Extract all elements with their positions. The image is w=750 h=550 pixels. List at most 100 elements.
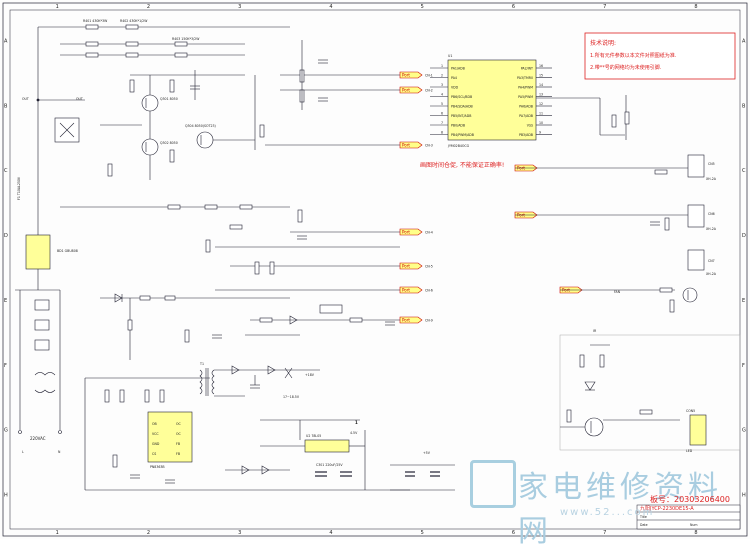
svg-text:Q304 8050(SOT23): Q304 8050(SOT23) bbox=[185, 124, 216, 128]
svg-text:Port: Port bbox=[402, 264, 410, 269]
mcu-pin-num: 4 bbox=[441, 93, 443, 97]
svg-text:Port: Port bbox=[402, 318, 410, 323]
port-net-label: CN-6 bbox=[425, 289, 433, 293]
mcu-pin-right: PA4/PWM bbox=[518, 86, 533, 90]
mcu-pin-right: PA5/PWM bbox=[518, 95, 533, 99]
v-range-label: 17~18.5V bbox=[283, 395, 300, 399]
mcu-pin-left: PB4/SDA/ADB bbox=[451, 105, 473, 109]
svg-text:XH-2A: XH-2A bbox=[706, 177, 717, 181]
row-label: E bbox=[742, 298, 745, 304]
mcu-pin-num: 3 bbox=[441, 83, 443, 87]
pwm-ic-label: PN8363B bbox=[150, 465, 165, 469]
svg-text:Title: Title bbox=[639, 515, 647, 519]
column-label: 3 bbox=[238, 530, 241, 536]
mcu-pin-num: 1 bbox=[441, 64, 443, 68]
ac-l-label: L bbox=[22, 450, 24, 454]
ir-label: IR bbox=[593, 329, 597, 333]
svg-text:OC: OC bbox=[176, 422, 182, 426]
port-flag: Port CN-6 bbox=[399, 286, 433, 294]
led-section bbox=[559, 334, 741, 451]
row-label: H bbox=[4, 493, 8, 499]
row-label: B bbox=[4, 103, 8, 109]
row-label: H bbox=[742, 493, 746, 499]
connector-con5 bbox=[689, 414, 707, 446]
svg-text:CON5: CON5 bbox=[686, 409, 695, 413]
board-title: 九阳JYCP-2230DE15-A bbox=[640, 505, 694, 512]
bridge-label: BD1 GBU808 bbox=[57, 249, 78, 253]
mcu-pin-right: VSS bbox=[527, 124, 533, 128]
ac-n-label: N bbox=[58, 450, 61, 454]
mcu-pin-right: PA3/TMR0 bbox=[517, 76, 533, 80]
svg-text:Port: Port bbox=[402, 288, 410, 293]
port-flag: Port CN-2 bbox=[399, 86, 433, 94]
pwm-ic bbox=[147, 411, 193, 463]
svg-text:OB: OB bbox=[152, 422, 157, 426]
out-label: OUT bbox=[22, 97, 29, 101]
column-label: 2 bbox=[147, 4, 150, 10]
mcu-pin-left: PA1/ADB bbox=[451, 67, 465, 71]
svg-text:Num: Num bbox=[690, 523, 698, 527]
mcu-pin-num: 15 bbox=[539, 74, 543, 78]
svg-text:T1: T1 bbox=[199, 362, 204, 366]
svg-text:U1: U1 bbox=[448, 54, 452, 58]
column-label: 4 bbox=[329, 4, 332, 10]
mcu-pin-right: PB3/ADB bbox=[519, 133, 533, 137]
column-label: 8 bbox=[694, 530, 697, 536]
svg-text:Port: Port bbox=[402, 88, 410, 93]
cap-big-label: C301 220uF/25V bbox=[316, 463, 343, 467]
svg-text:Port: Port bbox=[402, 143, 410, 148]
connector-cn6 bbox=[687, 204, 705, 228]
mcu-pin-left: PB5/INT/ADB bbox=[451, 114, 471, 118]
column-label: 7 bbox=[603, 530, 606, 536]
notes-box bbox=[584, 32, 736, 80]
row-label: F bbox=[4, 363, 7, 369]
r-top1-label: R401 430K*3W bbox=[83, 19, 108, 23]
row-label: A bbox=[4, 38, 8, 44]
svg-text:FB: FB bbox=[176, 442, 180, 446]
port-flag: Port CN-5 bbox=[399, 262, 433, 270]
notes-line2: 2.带**号的网络均为未使用引脚. bbox=[590, 64, 662, 71]
svg-text:CN5: CN5 bbox=[708, 162, 715, 166]
row-label: G bbox=[4, 428, 8, 434]
outer-frame bbox=[2, 2, 748, 537]
port-net-label: CN-9 bbox=[425, 319, 433, 323]
row-label: C bbox=[742, 168, 746, 174]
warning-text: 画图时间仓促, 不能保证正确率! bbox=[420, 161, 504, 169]
row-label: B bbox=[742, 103, 746, 109]
v18-label: +18V bbox=[305, 373, 315, 377]
column-label: 3 bbox=[238, 4, 241, 10]
svg-text:Port: Port bbox=[402, 230, 410, 235]
out2-label: OUT bbox=[76, 97, 83, 101]
connector-cn5 bbox=[687, 154, 705, 178]
port-net-label: CN-2 bbox=[425, 89, 433, 93]
reg-label: U2 78L05 bbox=[306, 434, 321, 438]
port-net-label: CN-5 bbox=[425, 265, 433, 269]
column-label: 2 bbox=[147, 530, 150, 536]
svg-text:Q301 8050: Q301 8050 bbox=[160, 97, 178, 101]
watermark-url: www.52...com bbox=[560, 507, 655, 518]
watermark-code: 板号：20303206400 bbox=[650, 495, 730, 504]
ir-transistor bbox=[584, 417, 604, 437]
mcu-pin-num: 11 bbox=[539, 112, 543, 116]
mcu-pin-right: PA2/INT bbox=[521, 67, 533, 71]
row-label: C bbox=[4, 168, 8, 174]
svg-text:1: 1 bbox=[355, 420, 358, 425]
regulator-u2 bbox=[304, 439, 350, 453]
mcu-pin-num: 7 bbox=[441, 121, 443, 125]
mcu-pin-num: 6 bbox=[441, 112, 443, 116]
column-label: 8 bbox=[694, 4, 697, 10]
port-flag: Port CN-9 bbox=[399, 316, 433, 324]
mcu-pin-num: 8 bbox=[441, 131, 443, 135]
row-label: D bbox=[4, 233, 8, 239]
mcu-pin-left: PB4/PWM/ADB bbox=[451, 133, 474, 137]
svg-text:Q302 8050: Q302 8050 bbox=[160, 141, 178, 145]
connector-cn7 bbox=[687, 249, 705, 271]
row-label: E bbox=[4, 298, 7, 304]
svg-text:OC: OC bbox=[176, 432, 182, 436]
r-top2-label: R402 430K*1/2W bbox=[120, 19, 148, 23]
mcu-pin-num: 16 bbox=[539, 64, 543, 68]
mcu-pin-num: 13 bbox=[539, 93, 543, 97]
